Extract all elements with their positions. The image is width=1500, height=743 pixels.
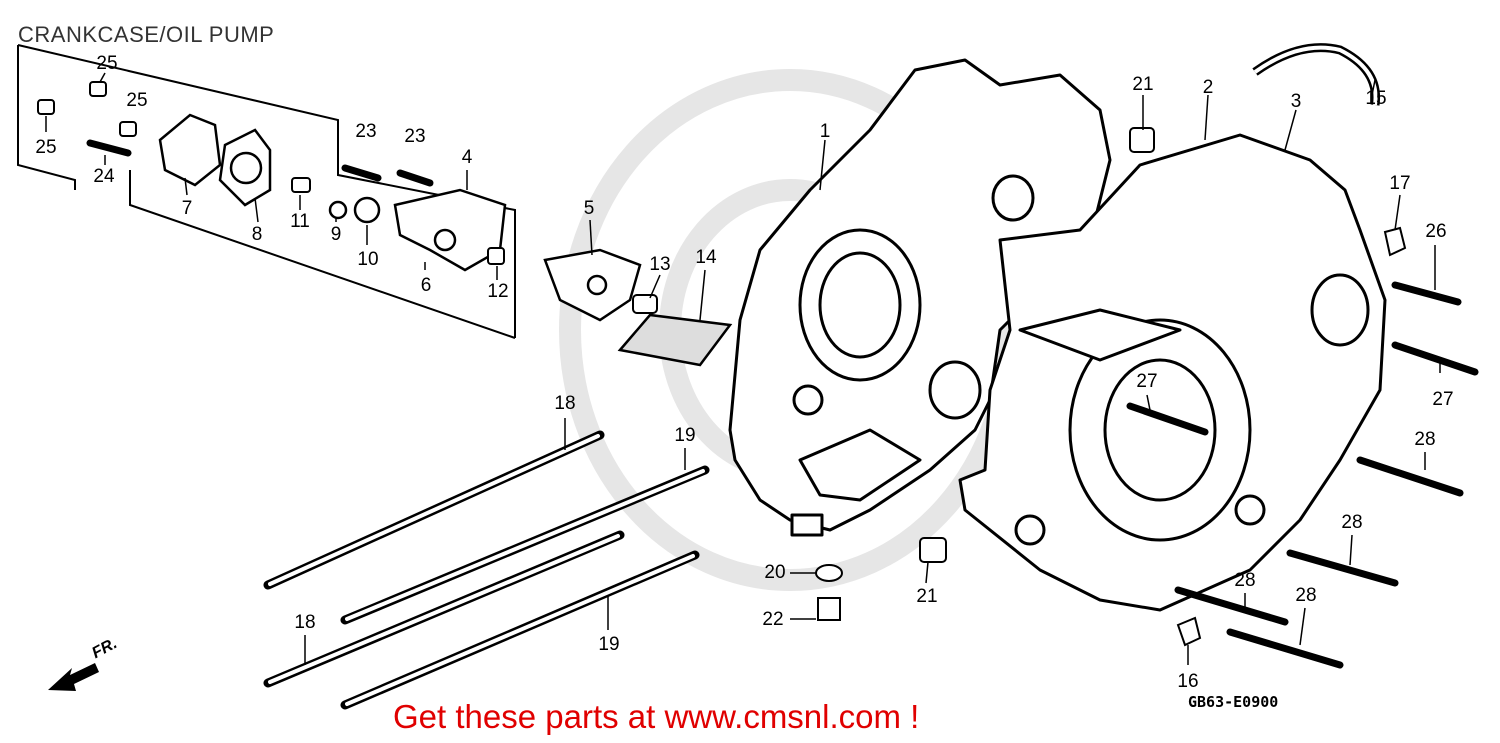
part-callout[interactable]: 4 (461, 147, 473, 168)
part-callout[interactable]: 18 (294, 612, 316, 633)
stud-bolts (263, 430, 710, 710)
oil-pump-frame (17, 44, 516, 339)
part-callout[interactable]: 26 (1425, 221, 1447, 242)
part-callout[interactable]: 12 (487, 281, 509, 302)
crankcase-left (728, 58, 1112, 537)
part-callout[interactable]: 2 (1202, 77, 1214, 98)
part-callout[interactable]: 22 (762, 609, 784, 630)
part-callout[interactable]: 19 (598, 634, 620, 655)
diagram-title: CRANKCASE/OIL PUMP (18, 22, 275, 47)
part-callout[interactable]: 27 (1136, 371, 1158, 392)
part-callout[interactable]: 23 (355, 121, 377, 142)
part-callout[interactable]: 15 (1365, 88, 1387, 109)
part-callout[interactable]: 25 (96, 53, 118, 74)
part-callout[interactable]: 5 (583, 198, 595, 219)
part-callout[interactable]: 13 (649, 254, 671, 275)
drawing-code: GB63-E0900 (1188, 693, 1279, 711)
part-callout[interactable]: 21 (1132, 74, 1154, 95)
bolts (86, 139, 1479, 669)
part-callout[interactable]: 28 (1341, 512, 1363, 533)
part-callout[interactable]: 27 (1432, 389, 1454, 410)
leader-lines (45, 72, 1441, 665)
part-callout[interactable]: 28 (1234, 570, 1256, 591)
part-callout[interactable]: 24 (93, 166, 115, 187)
part-callout[interactable]: 18 (554, 393, 576, 414)
oil-pump-cover (158, 113, 733, 367)
part-callout[interactable]: 28 (1414, 429, 1436, 450)
part-callout[interactable]: 14 (695, 247, 717, 268)
part-callout[interactable]: 25 (35, 137, 57, 158)
front-arrow-icon (48, 663, 99, 691)
part-callout[interactable]: 9 (330, 224, 342, 245)
promo-link-text[interactable]: Get these parts at www.cmsnl.com ! (393, 698, 920, 735)
part-callout[interactable]: 20 (764, 562, 786, 583)
part-callout[interactable]: 19 (674, 425, 696, 446)
part-callout[interactable]: 6 (420, 275, 432, 296)
part-callout[interactable]: 10 (357, 249, 379, 270)
part-callout[interactable]: 7 (181, 198, 193, 219)
part-callout[interactable]: 23 (404, 126, 426, 147)
part-callout[interactable]: 1 (819, 121, 831, 142)
breather-tube (1252, 43, 1381, 106)
part-callout[interactable]: 17 (1389, 173, 1411, 194)
part-callout[interactable]: 16 (1177, 671, 1199, 692)
crankcase-right (958, 133, 1387, 612)
part-callout[interactable]: 21 (916, 586, 938, 607)
part-callout[interactable]: 28 (1295, 585, 1317, 606)
part-callout[interactable]: 8 (251, 224, 263, 245)
part-callout[interactable]: 11 (290, 211, 310, 232)
part-callout[interactable]: 3 (1290, 91, 1302, 112)
fittings (37, 81, 1407, 647)
part-callout[interactable]: 25 (126, 90, 148, 111)
